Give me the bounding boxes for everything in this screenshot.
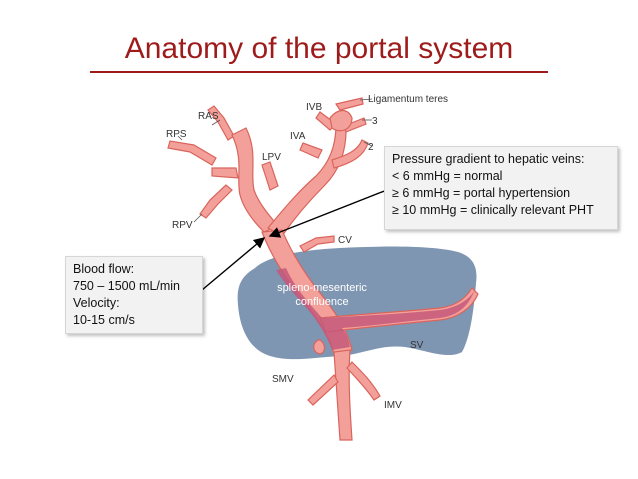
flow-line-1: Blood flow: (73, 262, 135, 276)
label-cv: CV (338, 235, 352, 246)
left-portal-vein (267, 124, 347, 237)
smv-small-loop (313, 339, 326, 355)
label-ligamentum-teres: Ligamentum teres (368, 94, 448, 105)
label-rps: RPS (166, 129, 187, 140)
superior-mesenteric-vein (333, 349, 353, 441)
flow-arrow (201, 237, 266, 291)
flow-line-4: 10-15 cm/s (73, 313, 135, 327)
leader-lines (177, 98, 373, 223)
label-rpv: RPV (172, 220, 193, 231)
portal-vein-tree (167, 97, 479, 441)
smv-left-tributary (307, 374, 339, 406)
pressure-line-1: Pressure gradient to hepatic veins: (392, 152, 585, 166)
umbilical-recess (329, 109, 353, 132)
label-sv: SV (410, 340, 424, 351)
flow-line-2: 750 – 1500 mL/min (73, 279, 181, 293)
vein-pancreas-overlap (276, 268, 476, 350)
label-smv: SMV (272, 374, 294, 385)
pressure-line-4: ≥ 10 mmHg = clinically relevant PHT (392, 203, 594, 217)
label-segment-3: 3 (372, 116, 378, 127)
confluence-label-line-2: confluence (295, 296, 349, 308)
flow-line-3: Velocity: (73, 296, 120, 310)
blood-flow-box: Blood flow: 750 – 1500 mL/min Velocity: … (65, 256, 203, 334)
segment-2-branch (331, 139, 369, 169)
pressure-line-2: < 6 mmHg = normal (392, 169, 503, 183)
label-lpv: LPV (262, 152, 281, 163)
label-ivb: IVB (306, 102, 322, 113)
right-mid-branch (211, 167, 239, 179)
ligamentum-teres-shape (335, 97, 364, 111)
pressure-line-3: ≥ 6 mmHg = portal hypertension (392, 186, 571, 200)
pressure-gradient-box: Pressure gradient to hepatic veins: < 6 … (384, 146, 618, 230)
right-posterior-sector-branch (167, 140, 217, 166)
label-segment-2: 2 (368, 142, 374, 153)
label-imv: IMV (384, 400, 402, 411)
label-ras: RAS (198, 111, 219, 122)
segment-iva-branch (299, 142, 323, 159)
lpv-upper-branch (261, 161, 279, 191)
confluence-label-line-1: spleno-mesenteric (277, 282, 367, 294)
label-iva: IVA (290, 131, 306, 142)
coronary-vein-branch (299, 235, 335, 253)
page-title: Anatomy of the portal system (124, 32, 514, 65)
pressure-arrow (268, 187, 393, 238)
confluence-label: spleno-mesenteric confluence (262, 281, 382, 309)
title-underline (90, 71, 548, 73)
right-portal-vein-lower-branch (199, 184, 233, 219)
inferior-mesenteric-vein (346, 361, 381, 401)
